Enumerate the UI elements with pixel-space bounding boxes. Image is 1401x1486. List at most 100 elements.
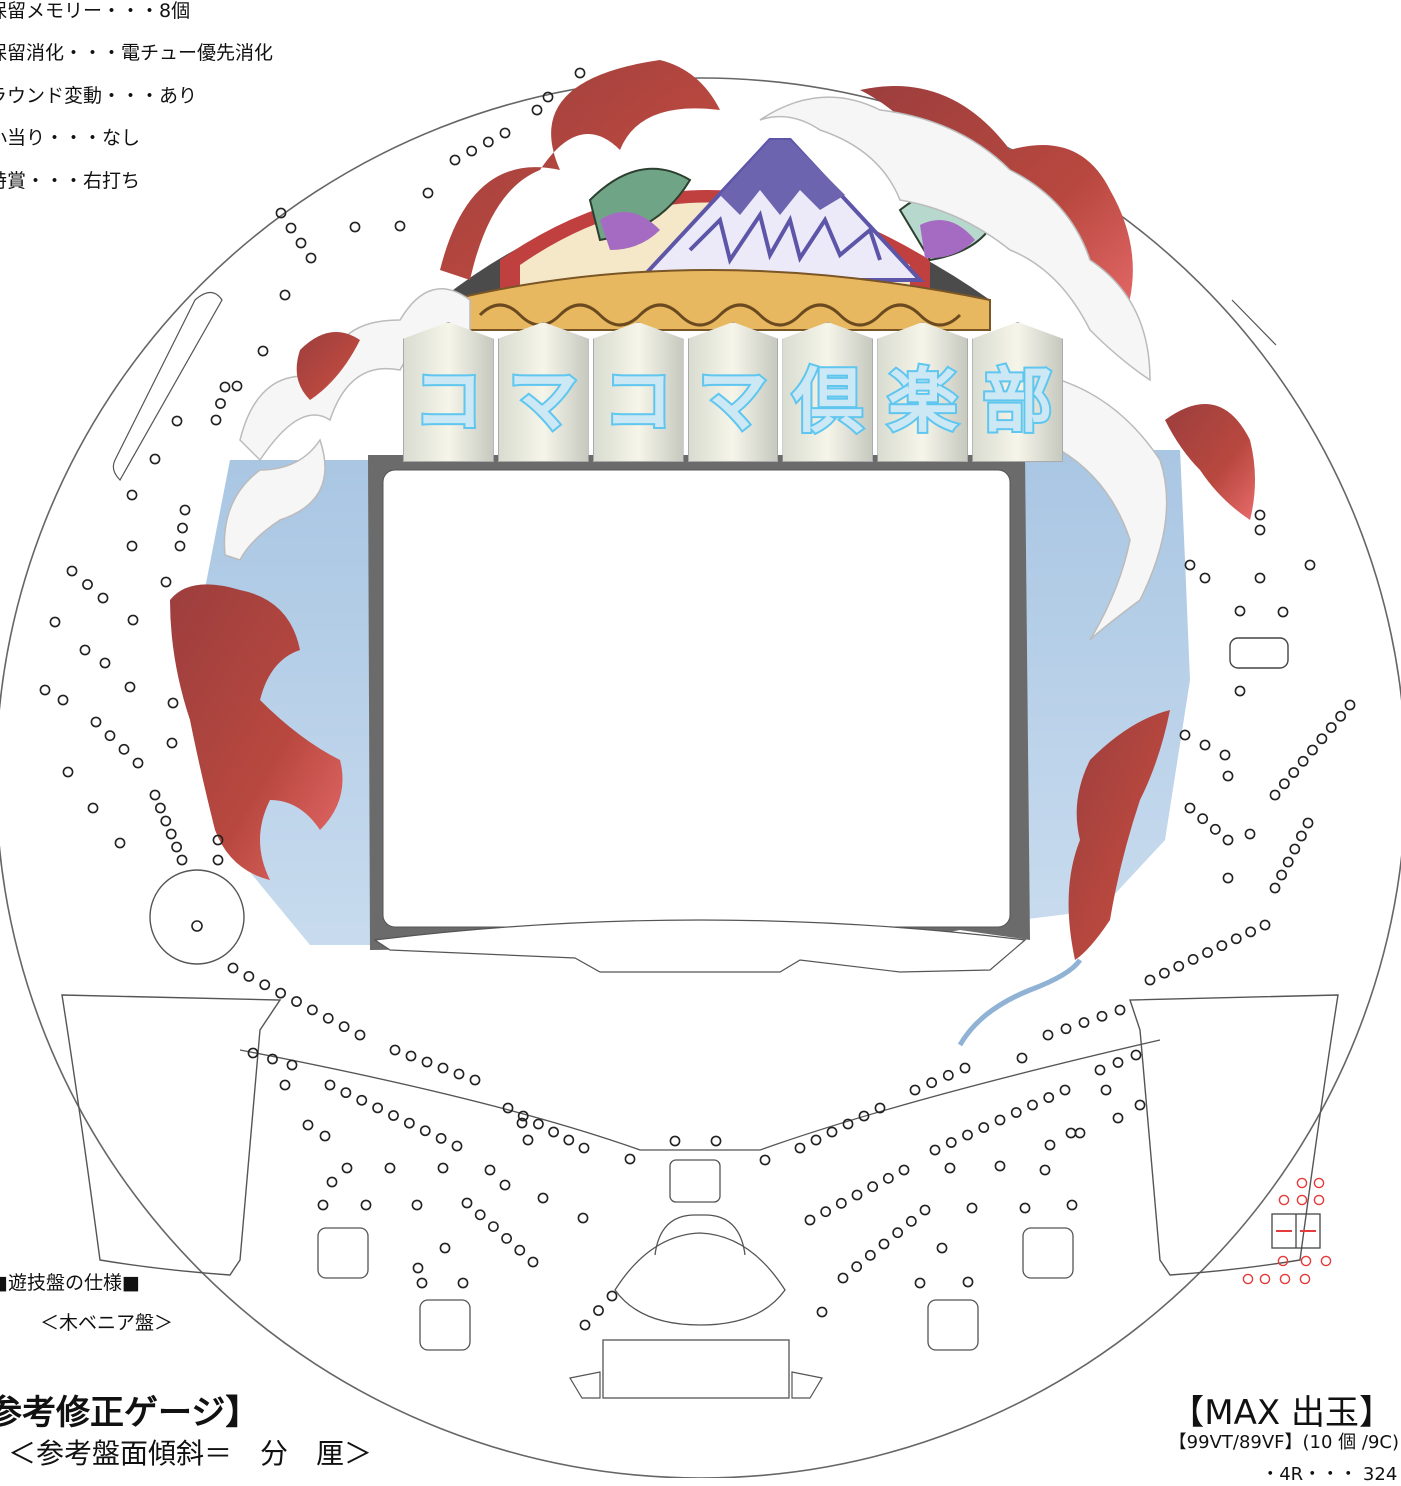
pocket-3 <box>927 1299 979 1351</box>
nail <box>579 1319 591 1331</box>
right-cloud-swirl <box>759 96 1151 382</box>
nail <box>57 694 69 706</box>
nail <box>439 1242 451 1254</box>
gauge-title: 参考修正ゲージ】 <box>0 1393 260 1433</box>
nail <box>306 1004 318 1016</box>
nail <box>962 1276 974 1288</box>
nail <box>548 1126 559 1138</box>
nail <box>326 1176 338 1188</box>
fuji-ridges <box>688 210 882 265</box>
red-nail <box>1242 1273 1254 1285</box>
nail <box>389 1044 401 1056</box>
nail <box>1130 1049 1142 1061</box>
nail <box>405 1050 417 1062</box>
nail <box>372 1102 384 1114</box>
payout-spec: 【99VT/89VF】(10 個 /9C) <box>1168 1432 1399 1453</box>
nail <box>39 684 51 696</box>
nail <box>533 1118 544 1130</box>
logo-char: マ <box>506 360 580 442</box>
nail <box>1173 960 1185 972</box>
nail <box>1209 823 1221 835</box>
nail <box>1078 1017 1090 1028</box>
nail <box>1184 559 1196 571</box>
nail <box>474 1209 486 1221</box>
nail <box>484 1164 496 1176</box>
pocket-2 <box>419 1299 471 1351</box>
nail <box>1269 882 1281 894</box>
nail <box>1016 1052 1028 1064</box>
nail <box>87 802 99 814</box>
nail <box>759 1154 771 1166</box>
nail <box>837 1272 849 1284</box>
nail <box>394 220 406 232</box>
nail <box>340 1087 352 1099</box>
nail <box>1094 1064 1106 1076</box>
nail <box>1335 710 1347 722</box>
stage <box>373 919 1027 973</box>
nail <box>1184 802 1196 814</box>
lower-left-guide <box>61 994 282 1276</box>
nail <box>482 136 494 148</box>
right-outer-rail <box>1231 299 1277 346</box>
logo-pillar-1: マ <box>497 322 589 462</box>
nail <box>892 1227 904 1239</box>
nail <box>577 1212 589 1224</box>
nail <box>99 657 111 669</box>
nail <box>499 1179 511 1191</box>
nail <box>124 681 136 693</box>
spec-line-4: 特賞・・・右打ち <box>0 170 141 192</box>
gauge-tilt: ＜参考盤面傾斜＝ 分 厘＞ <box>8 1437 373 1470</box>
nail <box>669 1135 681 1147</box>
red-nail <box>1259 1273 1271 1285</box>
nail <box>215 398 226 409</box>
nail <box>126 540 138 552</box>
spec-line-0: 保留メモリー・・・8個 <box>0 0 191 22</box>
nail <box>435 1132 447 1144</box>
nail <box>1276 869 1287 881</box>
nail <box>936 1242 948 1254</box>
red-nail <box>1296 1177 1308 1189</box>
nail <box>457 1277 469 1289</box>
nail <box>354 1029 366 1041</box>
nail <box>295 237 307 249</box>
pocket-1 <box>317 1227 369 1279</box>
nail <box>517 1110 529 1122</box>
nail <box>305 252 317 264</box>
nail <box>624 1153 636 1165</box>
nail <box>1245 926 1257 938</box>
nail <box>437 1062 449 1074</box>
nail <box>542 91 554 103</box>
nail <box>212 854 224 866</box>
board-outline <box>0 77 1401 1478</box>
nail <box>79 644 91 656</box>
nail <box>514 1244 526 1256</box>
logo-pillar-5: 楽 <box>877 322 969 462</box>
nail <box>1302 817 1314 829</box>
nail <box>171 415 183 427</box>
nail <box>449 154 461 166</box>
nail <box>231 380 243 392</box>
nail <box>804 1214 816 1226</box>
red-nail <box>1300 1255 1312 1267</box>
logo-pillar-2: コ <box>592 322 684 462</box>
nail <box>1112 1057 1124 1068</box>
nail <box>275 987 287 999</box>
nail <box>874 1102 886 1114</box>
nail <box>1134 1099 1146 1111</box>
nail <box>1100 1084 1112 1096</box>
red-nail-layout <box>1242 1177 1332 1285</box>
nail <box>487 1221 499 1232</box>
nail <box>114 837 126 849</box>
nail <box>1307 744 1318 756</box>
nail <box>1288 767 1300 778</box>
pocket-4 <box>1022 1227 1074 1279</box>
nail <box>606 1290 618 1302</box>
nail <box>1244 828 1256 840</box>
nail <box>466 145 478 157</box>
nail <box>914 1277 926 1289</box>
attacker <box>614 1232 786 1326</box>
nail <box>1222 834 1234 846</box>
nail <box>1027 1099 1038 1111</box>
right-lower-cloud <box>1059 378 1168 641</box>
nail <box>527 1256 539 1268</box>
